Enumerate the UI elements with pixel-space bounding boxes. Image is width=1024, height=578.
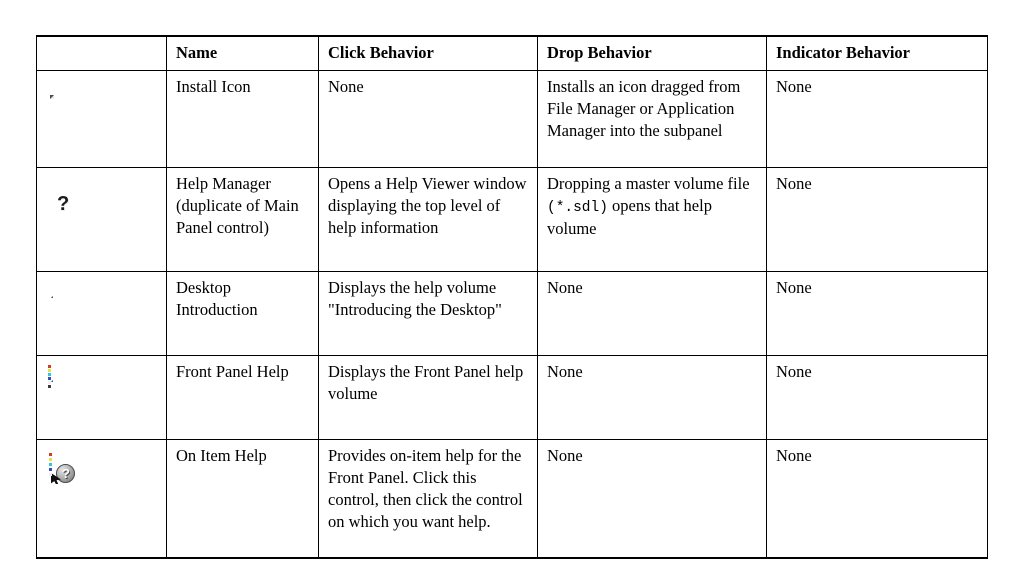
table-body: Install Icon None Installs an icon dragg… — [36, 69, 988, 559]
question-mark-glyph: ? — [62, 465, 70, 481]
table-row: ? On Item Help Provides on-item help for… — [36, 438, 988, 559]
drop-text-part2: opens that help volume — [547, 195, 712, 239]
cell-click-behavior: Provides on-item help for the Front Pane… — [318, 438, 538, 559]
column-header-click-behavior: Click Behavior — [318, 35, 538, 71]
cell-name: Front Panel Help — [166, 354, 319, 440]
cell-indicator-behavior: None — [766, 270, 988, 356]
table-row: Desktop Introduction Displays the help v… — [36, 270, 988, 356]
cell-drop-behavior: None — [537, 354, 767, 440]
column-header-name: Name — [166, 35, 319, 71]
icon-cell: ? — [36, 166, 167, 272]
cell-drop-behavior: None — [537, 438, 767, 559]
cell-indicator-behavior: None — [766, 69, 988, 168]
cell-name: Desktop Introduction — [166, 270, 319, 356]
icon-cell: ? — [36, 438, 167, 559]
cell-name: On Item Help — [166, 438, 319, 559]
drop-text-filespec: (*.sdl) — [547, 199, 608, 216]
cell-indicator-behavior: None — [766, 166, 988, 272]
cell-click-behavior: Displays the help volume "Introducing th… — [318, 270, 538, 356]
cell-name: Help Manager (duplicate of Main Panel co… — [166, 166, 319, 272]
cell-drop-behavior: Installs an icon dragged from File Manag… — [537, 69, 767, 168]
cell-name: Install Icon — [166, 69, 319, 168]
cell-click-behavior: Displays the Front Panel help volume — [318, 354, 538, 440]
question-mark-glyph: ? — [57, 192, 70, 215]
column-header-drop-behavior: Drop Behavior — [537, 35, 767, 71]
cell-drop-behavior: Dropping a master volume file (*.sdl) op… — [537, 166, 767, 272]
front-panel-controls-table: Name Click Behavior Drop Behavior Indica… — [36, 35, 988, 559]
cell-drop-behavior: None — [537, 270, 767, 356]
icon-cell — [36, 354, 167, 440]
table-header-row: Name Click Behavior Drop Behavior Indica… — [36, 35, 988, 71]
cell-indicator-behavior: None — [766, 438, 988, 559]
table-row: Install Icon None Installs an icon dragg… — [36, 69, 988, 168]
pointer-arrow-icon — [51, 472, 61, 484]
table-header: Name Click Behavior Drop Behavior Indica… — [36, 35, 988, 71]
icon-cell — [36, 69, 167, 168]
cell-click-behavior: Opens a Help Viewer window displaying th… — [318, 166, 538, 272]
column-header-indicator-behavior: Indicator Behavior — [766, 35, 988, 71]
cell-indicator-behavior: None — [766, 354, 988, 440]
table-row: ? Help Manager (duplicate of Main Panel … — [36, 166, 988, 272]
icon-cell — [36, 270, 167, 356]
column-header-icon — [36, 35, 167, 71]
table-row: Front Panel Help Displays the Front Pane… — [36, 354, 988, 440]
drop-text-part1: Dropping a master volume file — [547, 173, 750, 193]
cell-click-behavior: None — [318, 69, 538, 168]
